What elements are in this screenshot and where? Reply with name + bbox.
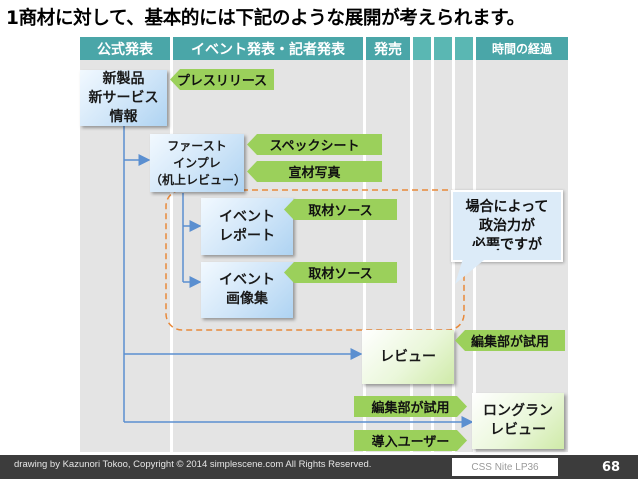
pill-spec-sheet: スペックシート: [247, 134, 382, 155]
page-number: 68: [601, 459, 621, 475]
pill-adopting-users: 導入ユーザー: [354, 430, 467, 451]
page-title: 1商材に対して、基本的には下記のような展開が考えられます。: [6, 8, 525, 29]
callout-tail: [455, 246, 501, 284]
event-report-box: イベント レポート: [201, 198, 293, 255]
event-gallery-box: イベント 画像集: [201, 262, 293, 318]
pill-source-2: 取材ソース: [284, 262, 397, 283]
pill-source-1: 取材ソース: [284, 199, 397, 220]
header-spacer-2: [434, 37, 452, 60]
header-official: 公式発表: [80, 37, 170, 60]
long-review-box: ロングラン レビュー: [472, 393, 564, 449]
pill-editorial-trial-1: 編集部が試用: [455, 330, 565, 351]
header-release: 発売: [366, 37, 410, 60]
pill-press-release: プレスリリース: [170, 69, 274, 90]
review-box: レビュー: [362, 330, 454, 384]
footer-credit: drawing by Kazunori Tokoo, Copyright © 2…: [14, 459, 372, 470]
header-spacer-3: [455, 37, 473, 60]
pill-editorial-trial-2: 編集部が試用: [354, 396, 467, 417]
first-impression-box: ファースト インプレ （机上レビュー）: [150, 134, 246, 192]
column-release-bg: [366, 58, 410, 452]
pill-promo-photos: 宣材写真: [247, 161, 382, 182]
footer-event-name: CSS Nite LP36: [452, 458, 558, 476]
new-product-box: 新製品 新サービス 情報: [80, 70, 167, 126]
header-time: 時間の経過: [476, 37, 568, 60]
header-event-press: イベント発表・記者発表: [173, 37, 363, 60]
header-spacer-1: [413, 37, 431, 60]
column-event-press-bg: [173, 58, 363, 452]
